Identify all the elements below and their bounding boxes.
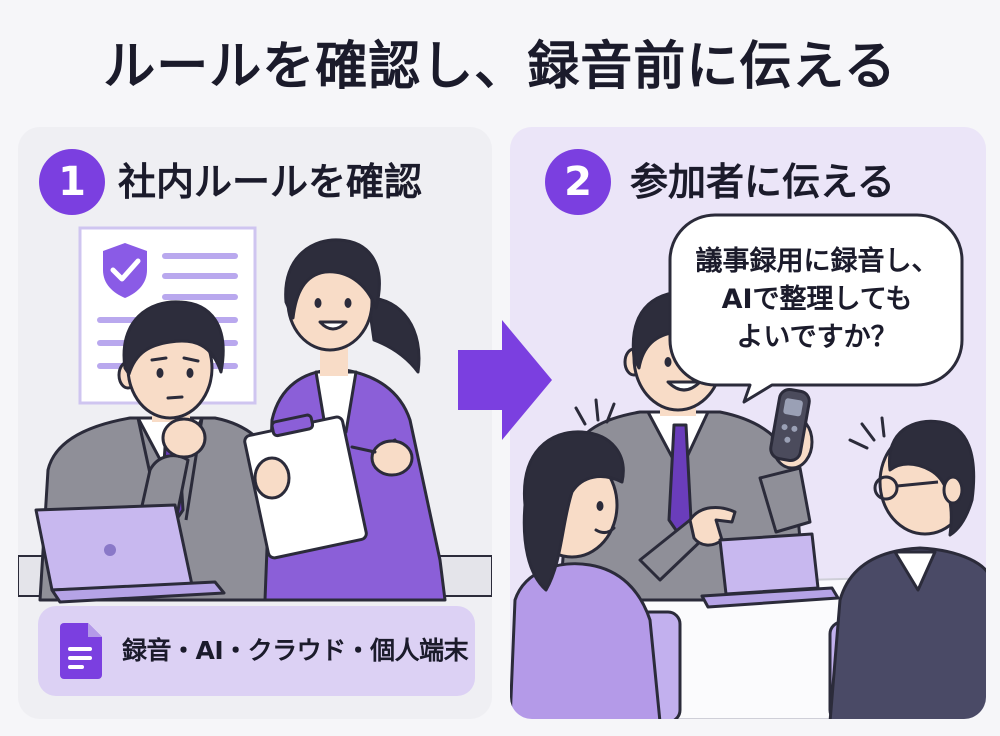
step-1-note-text: 録音・AI・クラウド・個人端末 — [122, 636, 469, 665]
laptop — [700, 532, 840, 609]
arrow-right-icon — [458, 320, 552, 440]
scene-tell-participants — [510, 290, 986, 719]
woman-with-clipboard — [243, 238, 447, 602]
step-1-heading: 社内ルールを確認 — [118, 160, 423, 204]
step-2-heading: 参加者に伝える — [630, 160, 895, 204]
speech-line-1: 議事録用に録音し、 — [695, 246, 939, 277]
glasses — [873, 475, 939, 501]
woman-listening — [510, 430, 682, 719]
page-title: ルールを確認し、録音前に伝える — [103, 37, 897, 97]
emphasis-lines — [574, 398, 886, 450]
speech-bubble-text: 議事録用に録音し、 AIで整理しても よいですか？ — [672, 243, 962, 357]
clipboard — [243, 413, 368, 560]
voice-recorder-icon — [769, 388, 811, 462]
speech-line-3: よいですか？ — [736, 322, 898, 353]
step-1-note: 録音・AI・クラウド・個人端末 — [38, 606, 475, 696]
laptop — [34, 503, 226, 604]
man-with-glasses — [828, 419, 986, 719]
shield-check-icon — [103, 243, 147, 298]
document-icon — [60, 623, 102, 679]
scene-check-rules — [18, 226, 492, 604]
step-1-number-badge: 1 — [39, 149, 105, 215]
speech-bubble — [668, 213, 964, 404]
step-2-number-badge: 2 — [545, 149, 611, 215]
speech-line-2: AIで整理しても — [721, 284, 913, 315]
